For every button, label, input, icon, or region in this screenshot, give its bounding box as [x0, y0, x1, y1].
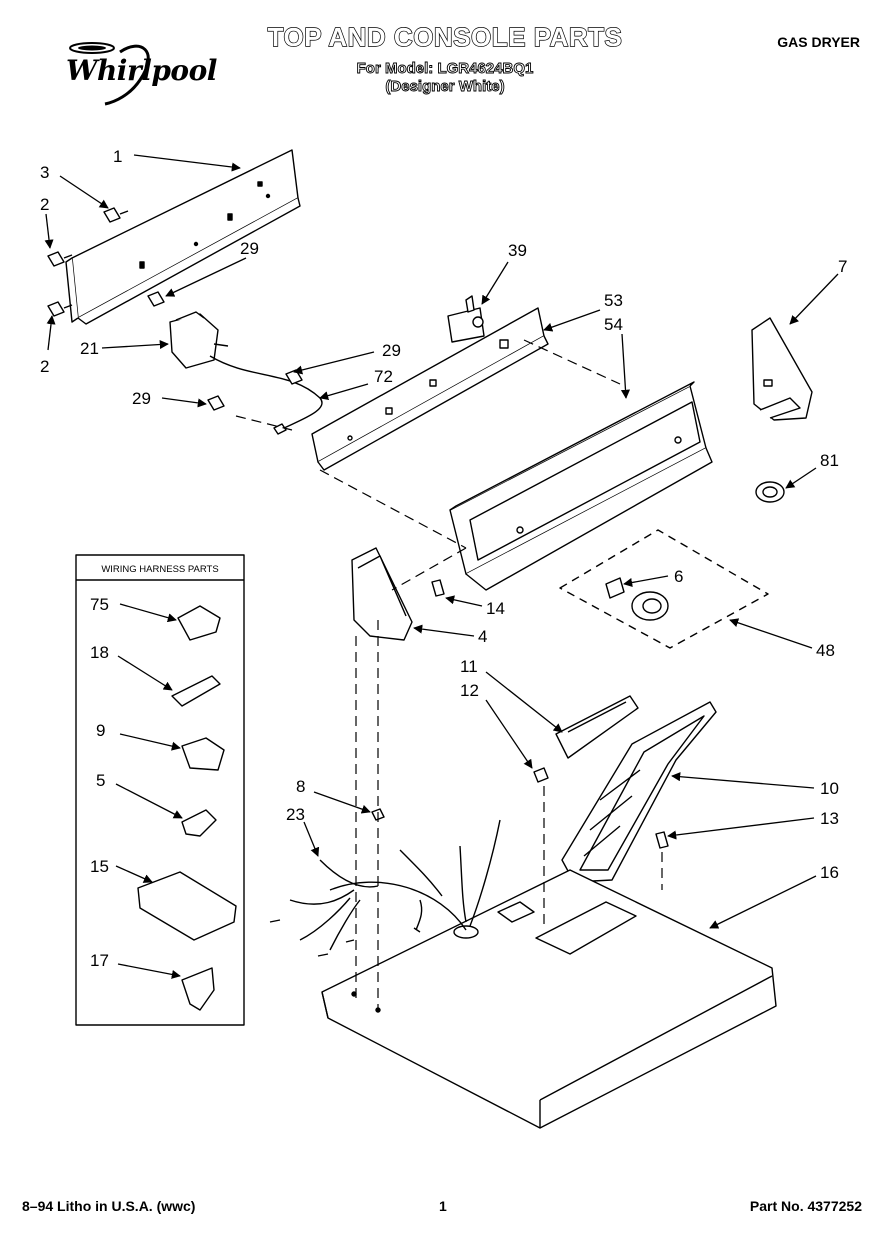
- callout-7: 7: [838, 257, 847, 276]
- model-info: For Model: LGR4624BQ1 (Designer White): [300, 60, 590, 96]
- console-part-54: [449, 381, 713, 591]
- model-line: For Model: LGR4624BQ1: [356, 60, 534, 78]
- duct-part-10: [561, 701, 717, 883]
- control-bracket-part-53: [311, 307, 549, 471]
- wiring-harness-parts-box: [75, 554, 245, 1026]
- callout-29-middle: 29: [382, 341, 401, 360]
- callout-48: 48: [816, 641, 835, 660]
- callout-18: 18: [90, 643, 109, 662]
- screw-29-a: [147, 291, 165, 307]
- wiring-harness-part-23: [269, 819, 501, 957]
- screw-29-c: [207, 395, 225, 411]
- callout-53: 53: [604, 291, 623, 310]
- callout-10: 10: [820, 779, 839, 798]
- callout-1: 1: [113, 147, 122, 166]
- color-line: (Designer White): [385, 78, 505, 96]
- callout-8: 8: [296, 777, 305, 796]
- callout-3: 3: [40, 163, 49, 182]
- clip-part-12: [533, 767, 549, 783]
- alignment-lines: [235, 339, 663, 1010]
- callout-5: 5: [96, 771, 105, 790]
- bracket-part-11: [555, 695, 639, 759]
- harness-clip-17: [181, 967, 215, 1011]
- callout-17: 17: [90, 951, 109, 970]
- callout-29-top: 29: [240, 239, 259, 258]
- screw-13: [655, 831, 669, 849]
- callout-72: 72: [374, 367, 393, 386]
- logo-wordmark: Whirlpool: [66, 54, 217, 87]
- callout-2-top: 2: [40, 195, 49, 214]
- callout-12: 12: [460, 681, 479, 700]
- callout-13: 13: [820, 809, 839, 828]
- screw-3: [103, 207, 129, 223]
- callout-75: 75: [90, 595, 109, 614]
- harness-connector-5: [181, 809, 217, 837]
- callout-14: 14: [486, 599, 505, 618]
- harness-box-title: WIRING HARNESS PARTS: [101, 564, 218, 575]
- page-number: 1: [439, 1198, 447, 1214]
- print-info: 8–94 Litho in U.S.A. (wwc): [22, 1198, 196, 1214]
- screw-14: [431, 579, 445, 597]
- top-panel-part-16: [321, 869, 777, 1129]
- timer-part-21: [169, 311, 229, 369]
- callout-21: 21: [80, 339, 99, 358]
- harness-connector-75: [177, 605, 221, 641]
- callout-39: 39: [508, 241, 527, 260]
- callout-81: 81: [820, 451, 839, 470]
- callout-6: 6: [674, 567, 683, 586]
- harness-terminal-18: [171, 675, 221, 707]
- knob-part-81: [755, 481, 785, 503]
- screw-29-b: [285, 369, 303, 385]
- knob-assembly-part-48: [559, 529, 769, 649]
- callout-54: 54: [604, 315, 623, 334]
- harness-block-15: [137, 871, 237, 941]
- callout-23: 23: [286, 805, 305, 824]
- whirlpool-logo: Whirlpool: [60, 40, 217, 106]
- part-number: Part No. 4377252: [749, 1198, 862, 1214]
- callout-2-bottom: 2: [40, 357, 49, 376]
- callout-29-left: 29: [132, 389, 151, 408]
- end-cap-part-4: [351, 547, 413, 641]
- leader-arrows: [44, 154, 839, 979]
- end-cap-part-7: [751, 317, 813, 421]
- screw-2-bottom: [47, 301, 73, 317]
- component-part-39: [447, 295, 485, 343]
- logo-swoosh-icon: [69, 42, 150, 106]
- harness-connector-9: [181, 737, 225, 771]
- callout-11: 11: [460, 657, 478, 676]
- callout-16: 16: [820, 863, 839, 882]
- screw-2-top: [47, 251, 73, 267]
- page-title: TOP AND CONSOLE PARTS: [267, 21, 623, 52]
- callout-labels: 1 3 2 2 29 21 29 72 29 39 53 54 7 81 6 1…: [40, 147, 847, 970]
- callout-9: 9: [96, 721, 105, 740]
- product-type: GAS DRYER: [777, 34, 860, 50]
- callout-15: 15: [90, 857, 109, 876]
- callout-4: 4: [478, 627, 487, 646]
- console-back-panel: [65, 149, 301, 325]
